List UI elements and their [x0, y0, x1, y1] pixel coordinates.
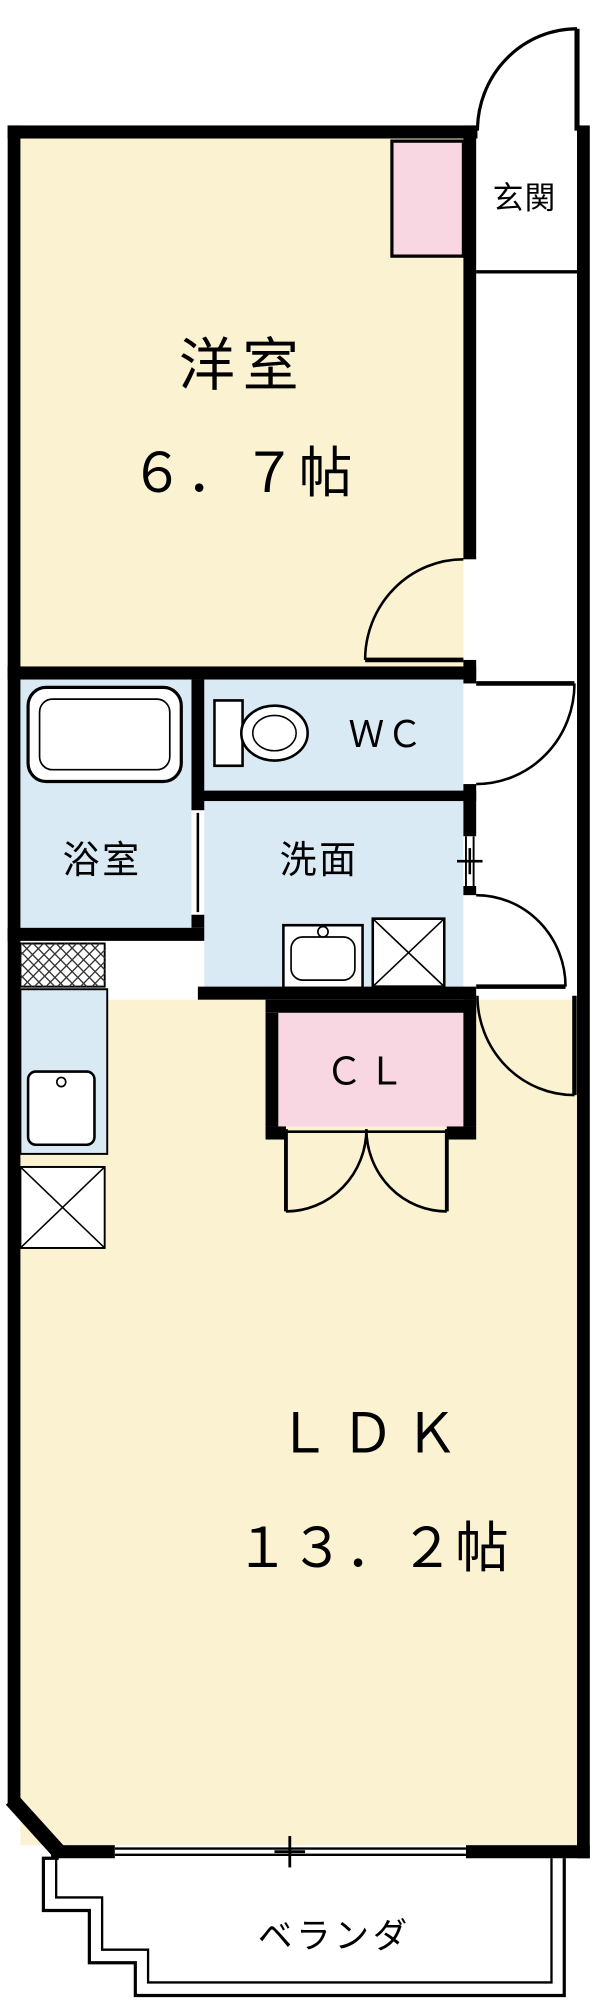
hall-partition-mid3 — [463, 886, 477, 896]
ldk-size: １３．２帖 — [236, 1517, 510, 1581]
entrance-door-swing-icon — [475, 27, 580, 131]
closet-stub-right — [446, 1126, 477, 1140]
washroom-window — [457, 836, 483, 887]
range-hatch-icon — [19, 942, 106, 988]
shoe-cabinet — [390, 139, 465, 258]
left-outer-wall — [7, 125, 21, 1804]
western-room-label: 洋室 — [179, 333, 307, 400]
balcony-inner-rail — [55, 1858, 553, 1984]
bath-bottom-wall — [7, 927, 205, 941]
wc-door-swing-icon — [476, 681, 576, 786]
walls — [5, 125, 590, 1859]
fixtures — [19, 685, 446, 1249]
closet-double-door-swing-icon — [284, 1129, 449, 1213]
toilet-icon — [213, 699, 309, 768]
kitchen-sink-icon — [26, 1070, 96, 1147]
bottom-wall-left — [51, 1845, 115, 1859]
bottom-wall-right — [465, 1845, 590, 1859]
washroom-bottom-wall — [197, 986, 477, 1000]
closet-label: ＣＬ — [326, 1049, 410, 1094]
entrance-label: 玄関 — [493, 180, 557, 216]
washroom-label: 洗面 — [280, 838, 359, 883]
chamfer-wall — [5, 1794, 66, 1859]
western-room-floor — [20, 138, 464, 667]
hall-partition-top — [463, 125, 477, 560]
washroom-door-swing-icon — [476, 893, 567, 989]
ldk-floor — [20, 999, 578, 1846]
wc-washroom-wall — [191, 790, 477, 802]
bathtub-icon — [26, 685, 183, 784]
right-outer-wall — [577, 125, 590, 1859]
window-handle-marker — [457, 848, 483, 875]
western-room-door-swing-icon — [363, 557, 464, 663]
vanity-sink-icon — [282, 923, 364, 990]
bath-wall-bottom — [191, 914, 205, 928]
closet-floor — [278, 1012, 464, 1127]
closet-stub-left — [265, 1126, 286, 1140]
balcony-outer-rail — [41, 1856, 566, 1998]
balcony-label: ベランダ — [258, 1916, 411, 1956]
room-labels: 洋室 ６．７帖 ＷＣ 浴室 洗面 ＣＬ 玄関 ＬＤＫ １３．２帖 ベランダ — [63, 180, 557, 1956]
top-wall — [7, 125, 478, 139]
balcony-outline — [41, 1856, 566, 1998]
doors — [196, 27, 580, 1213]
bath-wall-top — [191, 679, 205, 811]
fridge-space-icon — [19, 1165, 106, 1249]
ldk-label: ＬＤＫ — [277, 1402, 468, 1466]
washer-space-icon — [371, 917, 446, 988]
windows — [114, 836, 483, 1868]
window-handle-marker — [274, 1836, 306, 1868]
closet-top-wall — [265, 999, 477, 1013]
closet-right-wall — [463, 999, 477, 1127]
western-room-bottom-wall — [7, 666, 477, 680]
wc-label: ＷＣ — [349, 713, 426, 756]
bathroom-label: 浴室 — [63, 838, 142, 883]
hall-ldk-door-swing-icon — [476, 995, 577, 1097]
western-room-size: ６．７帖 — [130, 441, 355, 505]
closet-left-wall — [265, 1012, 279, 1127]
balcony-window — [114, 1836, 466, 1868]
